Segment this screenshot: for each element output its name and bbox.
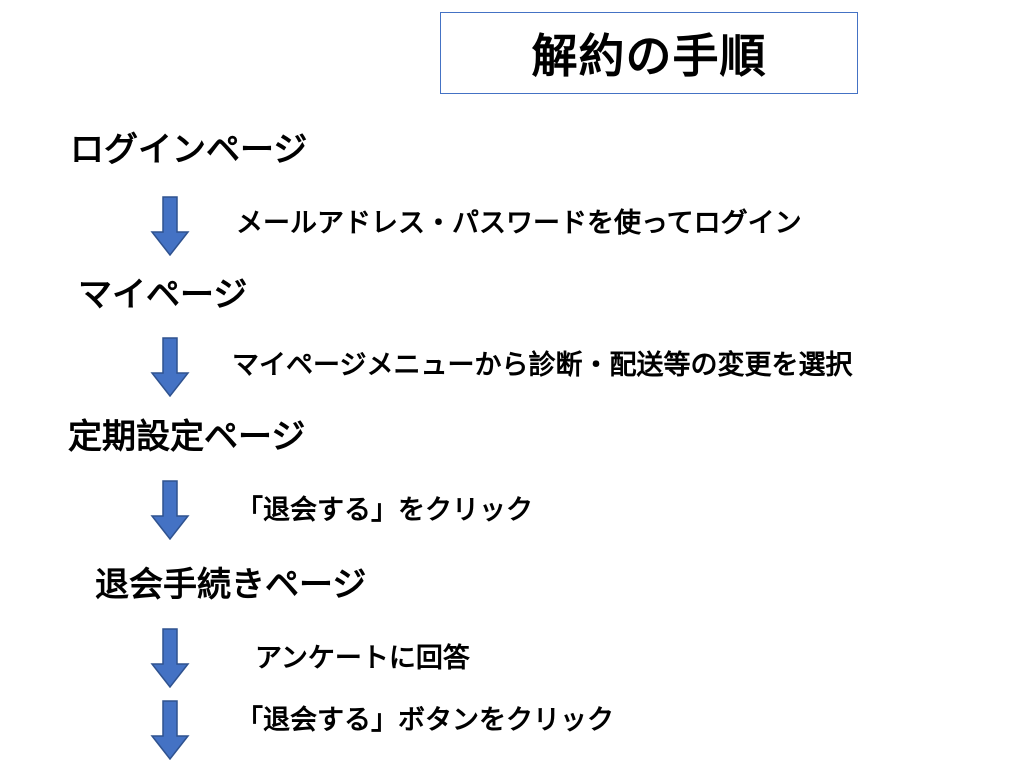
action-final-cancel: 「退会する」ボタンをクリック [236, 705, 614, 735]
action-my-page: マイページメニューから診断・配送等の変更を選択 [232, 350, 853, 380]
title-box: 解約の手順 [440, 12, 858, 94]
down-arrow-icon [150, 480, 190, 540]
down-arrow-icon [150, 628, 190, 688]
down-arrow-icon [150, 337, 190, 397]
page-title: 解約の手順 [531, 30, 767, 82]
down-arrow-icon [150, 700, 190, 760]
down-arrow-icon [150, 196, 190, 256]
step-my-page: マイページ [78, 276, 248, 314]
step-cancellation-page: 退会手続きページ [95, 566, 367, 604]
action-subscription-settings: 「退会する」をクリック [236, 495, 533, 525]
action-survey: アンケートに回答 [255, 643, 470, 673]
step-login-page: ログインページ [70, 131, 308, 169]
step-subscription-settings-page: 定期設定ページ [68, 418, 306, 456]
action-login: メールアドレス・パスワードを使ってログイン [236, 208, 802, 238]
